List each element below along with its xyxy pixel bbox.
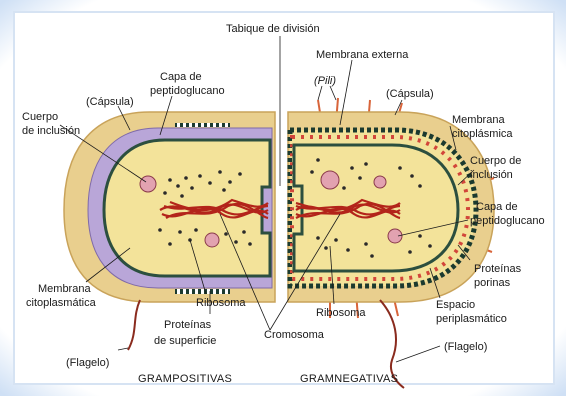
label-espacio-periplasmatico-1: Espacio xyxy=(436,299,475,311)
label-pili: (Pili) xyxy=(314,75,336,87)
label-cromosoma: Cromosoma xyxy=(264,329,325,341)
label-proteinas-superficie-2: de superficie xyxy=(154,335,216,347)
inclusion-body-left-2 xyxy=(205,233,219,247)
label-tabique-division: Tabique de división xyxy=(226,23,320,35)
title-grampositivas: GRAMPOSITIVAS xyxy=(138,373,232,385)
inclusion-body-left xyxy=(140,176,156,192)
inclusion-body-right-3 xyxy=(374,176,386,188)
label-espacio-periplasmatico-2: periplasmático xyxy=(436,313,507,325)
inclusion-body-right-2 xyxy=(388,229,402,243)
title-gramnegativas: GRAMNEGATIVAS xyxy=(300,373,398,385)
label-flagelo-left: (Flagelo) xyxy=(66,357,109,369)
label-capa-peptidoglucano-right-1: Capa de xyxy=(476,201,518,213)
label-cuerpo-inclusion-left-2: de inclusión xyxy=(22,125,80,137)
label-capa-peptidoglucano-right-2: peptidoglucano xyxy=(470,215,545,227)
label-capsula-left: (Cápsula) xyxy=(86,96,134,108)
surface-proteins-left-top xyxy=(175,123,230,127)
label-membrana-citoplasmica-right-2: citoplásmica xyxy=(452,128,513,140)
label-membrana-citoplasmica-right-1: Membrana xyxy=(452,114,505,126)
label-proteinas-porinas-2: porinas xyxy=(474,277,511,289)
label-flagelo-right: (Flagelo) xyxy=(444,341,487,353)
label-cuerpo-inclusion-right-2: inclusión xyxy=(470,169,513,181)
label-capsula-right: (Cápsula) xyxy=(386,88,434,100)
label-proteinas-porinas-1: Proteínas xyxy=(474,263,522,275)
label-ribosoma-left: Ribosoma xyxy=(196,297,246,309)
surface-proteins-left-bottom xyxy=(175,289,230,294)
label-cuerpo-inclusion-right-1: Cuerpo de xyxy=(470,155,521,167)
label-membrana-citoplasmatica-left-1: Membrana xyxy=(38,283,91,295)
label-membrana-externa: Membrana externa xyxy=(316,49,409,61)
label-ribosoma-right: Ribosoma xyxy=(316,307,366,319)
label-membrana-citoplasmatica-left-2: citoplasmática xyxy=(26,297,97,309)
label-capa-peptidoglucano-left-2: peptidoglucano xyxy=(150,85,225,97)
inclusion-body-right xyxy=(321,171,339,189)
label-capa-peptidoglucano-left-1: Capa de xyxy=(160,71,202,83)
label-cuerpo-inclusion-left-1: Cuerpo xyxy=(22,111,58,123)
label-proteinas-superficie-1: Proteínas xyxy=(164,319,212,331)
